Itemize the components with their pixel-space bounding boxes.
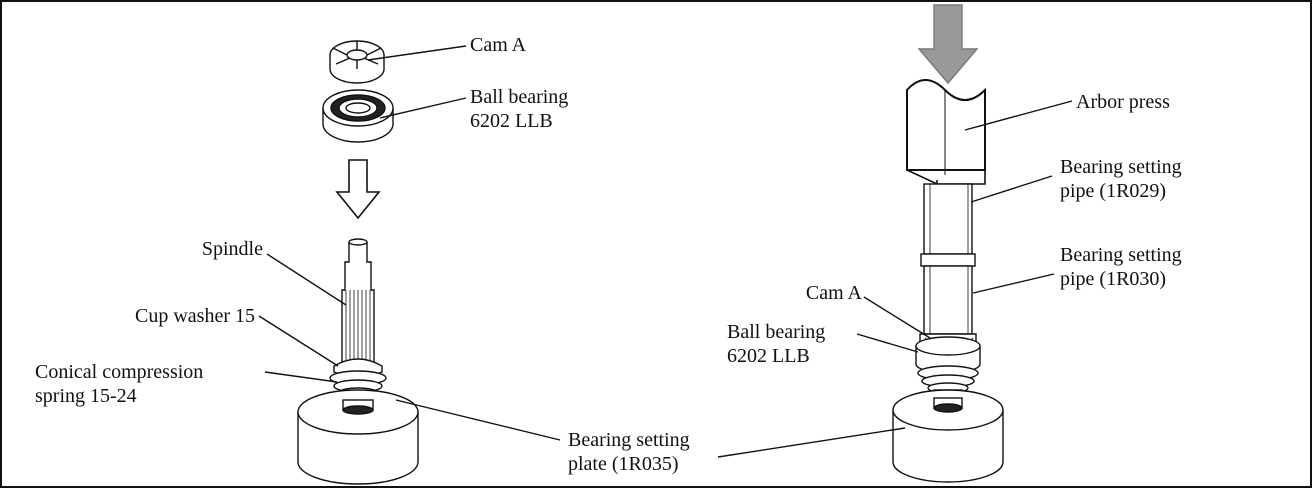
leader-pipe-1r029 bbox=[970, 175, 1053, 203]
label-ball-bearing-right-line1: Ball bearing bbox=[727, 321, 826, 343]
label-ball-bearing-line2: 6202 LLB bbox=[470, 110, 553, 132]
label-pipe-1r030-line1: Bearing setting bbox=[1060, 244, 1182, 266]
right-view bbox=[717, 4, 1073, 483]
leader-cam-a bbox=[367, 45, 467, 61]
leader-ball-bearing-right bbox=[856, 333, 919, 353]
leader-setting-plate-left bbox=[395, 399, 561, 441]
leader-cup-washer bbox=[258, 315, 339, 367]
label-ball-bearing-line1: Ball bearing bbox=[470, 86, 569, 108]
label-plate-line1: Bearing setting bbox=[568, 429, 690, 451]
ball-bearing-right-part bbox=[915, 336, 981, 408]
leader-pipe-1r030 bbox=[972, 273, 1055, 294]
left-view bbox=[258, 40, 561, 485]
press-arrow-icon bbox=[917, 4, 979, 85]
label-cup-washer-text: Cup washer 15 bbox=[135, 305, 255, 327]
label-cam-a: Cam A bbox=[470, 33, 526, 57]
leader-setting-plate-right bbox=[717, 427, 906, 458]
leader-spindle bbox=[266, 253, 347, 306]
label-ball-bearing-right-line2: 6202 LLB bbox=[727, 345, 810, 367]
label-pipe-1r029: Bearing setting pipe (1R029) bbox=[1060, 155, 1182, 203]
leader-ball-bearing bbox=[379, 97, 467, 119]
label-pipe-1r029-line1: Bearing setting bbox=[1060, 156, 1182, 178]
label-arbor-press: Arbor press bbox=[1076, 90, 1170, 114]
label-plate-line2: plate (1R035) bbox=[568, 453, 679, 475]
label-cam-a-text: Cam A bbox=[470, 34, 527, 56]
label-spindle: Spindle bbox=[163, 237, 263, 261]
bearing-setting-plate-part bbox=[297, 389, 419, 485]
label-spring-line2: spring 15-24 bbox=[35, 385, 137, 407]
label-spring-line1: Conical compression bbox=[35, 361, 204, 383]
label-cam-a-right: Cam A bbox=[740, 281, 862, 305]
leader-cam-a-right bbox=[863, 296, 931, 339]
label-bearing-setting-plate: Bearing setting plate (1R035) bbox=[568, 428, 690, 476]
pipe-1r029-part bbox=[923, 183, 973, 255]
label-ball-bearing-right: Ball bearing 6202 LLB bbox=[727, 320, 825, 368]
label-conical-spring: Conical compression spring 15-24 bbox=[35, 360, 203, 408]
label-arbor-press-text: Arbor press bbox=[1076, 91, 1170, 113]
cam-a-part bbox=[329, 40, 385, 84]
arbor-press-part bbox=[906, 79, 986, 171]
pipe-1r030-part bbox=[920, 253, 976, 335]
label-cup-washer: Cup washer 15 bbox=[95, 304, 255, 328]
leader-spring bbox=[264, 371, 338, 383]
label-pipe-1r030: Bearing setting pipe (1R030) bbox=[1060, 243, 1182, 291]
label-ball-bearing: Ball bearing 6202 LLB bbox=[470, 85, 568, 133]
leader-arbor-press bbox=[964, 100, 1073, 131]
down-arrow-outline-icon bbox=[335, 159, 381, 220]
label-pipe-1r030-line2: pipe (1R030) bbox=[1060, 268, 1167, 290]
bearing-setting-plate-right-part bbox=[892, 389, 1004, 483]
label-cam-a-right-text: Cam A bbox=[805, 282, 862, 304]
label-spindle-text: Spindle bbox=[201, 238, 263, 260]
spindle-part bbox=[341, 238, 375, 363]
ball-bearing-part bbox=[322, 89, 394, 143]
label-pipe-1r029-line2: pipe (1R029) bbox=[1060, 180, 1167, 202]
